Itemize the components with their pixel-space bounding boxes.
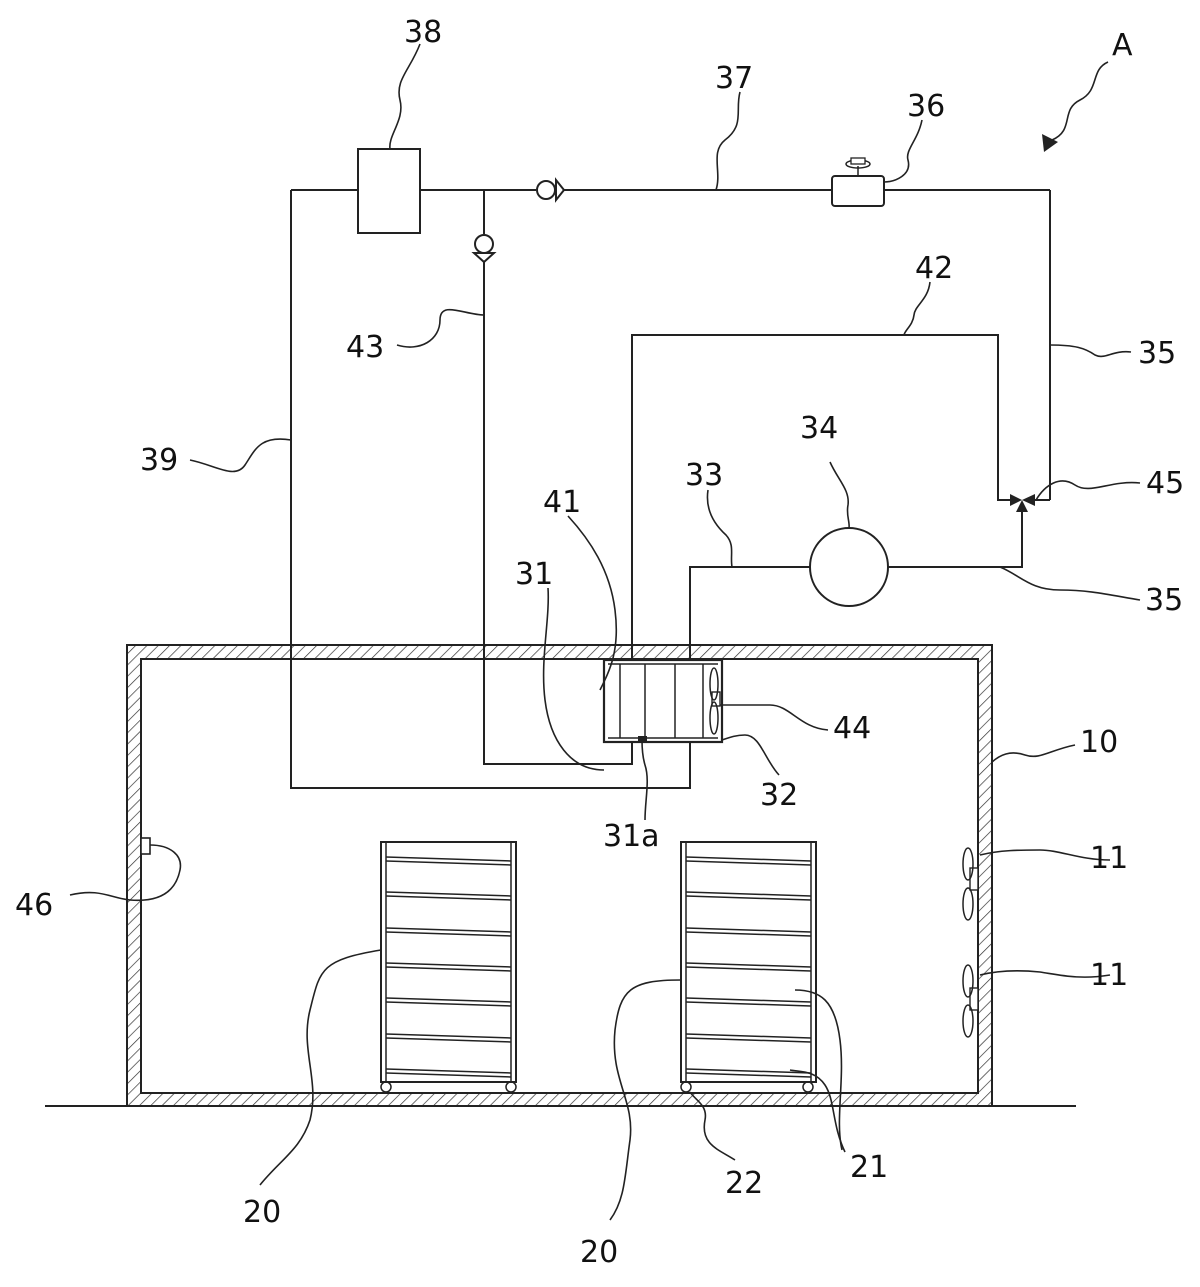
- label-35-upper: 35: [1138, 336, 1176, 371]
- check-valve-43: [474, 235, 494, 262]
- receiver-tank-38: [358, 149, 420, 233]
- label-31a: 31a: [603, 819, 660, 854]
- check-valve-37: [537, 180, 564, 200]
- label-10: 10: [1080, 725, 1118, 760]
- label-34: 34: [800, 411, 838, 446]
- three-way-valve-45: [1010, 494, 1035, 512]
- label-46: 46: [15, 888, 53, 923]
- label-22: 22: [725, 1166, 763, 1201]
- label-45: 45: [1146, 466, 1184, 501]
- label-A: A: [1112, 28, 1133, 63]
- label-11-upper: 11: [1090, 841, 1128, 876]
- label-11-lower: 11: [1090, 958, 1128, 993]
- label-21: 21: [850, 1150, 888, 1185]
- label-32: 32: [760, 778, 798, 813]
- condenser-unit-36: [832, 158, 884, 206]
- wall-fan-11-upper: [963, 848, 978, 920]
- label-31: 31: [515, 557, 553, 592]
- label-41: 41: [543, 485, 581, 520]
- drying-rack-20-right: [681, 842, 816, 1092]
- label-35-lower: 35: [1145, 583, 1183, 618]
- label-44: 44: [833, 711, 871, 746]
- drying-rack-20-left: [381, 842, 516, 1092]
- label-20-right: 20: [580, 1235, 618, 1270]
- label-39: 39: [140, 443, 178, 478]
- label-38: 38: [404, 15, 442, 50]
- compressor-34: [810, 528, 888, 606]
- label-37: 37: [715, 61, 753, 96]
- label-42: 42: [915, 251, 953, 286]
- sensor-46: [141, 838, 150, 854]
- label-36: 36: [907, 89, 945, 124]
- evaporator-unit: [604, 660, 722, 742]
- label-33: 33: [685, 458, 723, 493]
- label-43: 43: [346, 330, 384, 365]
- wall-fan-11-lower: [963, 965, 978, 1037]
- label-20-left: 20: [243, 1195, 281, 1230]
